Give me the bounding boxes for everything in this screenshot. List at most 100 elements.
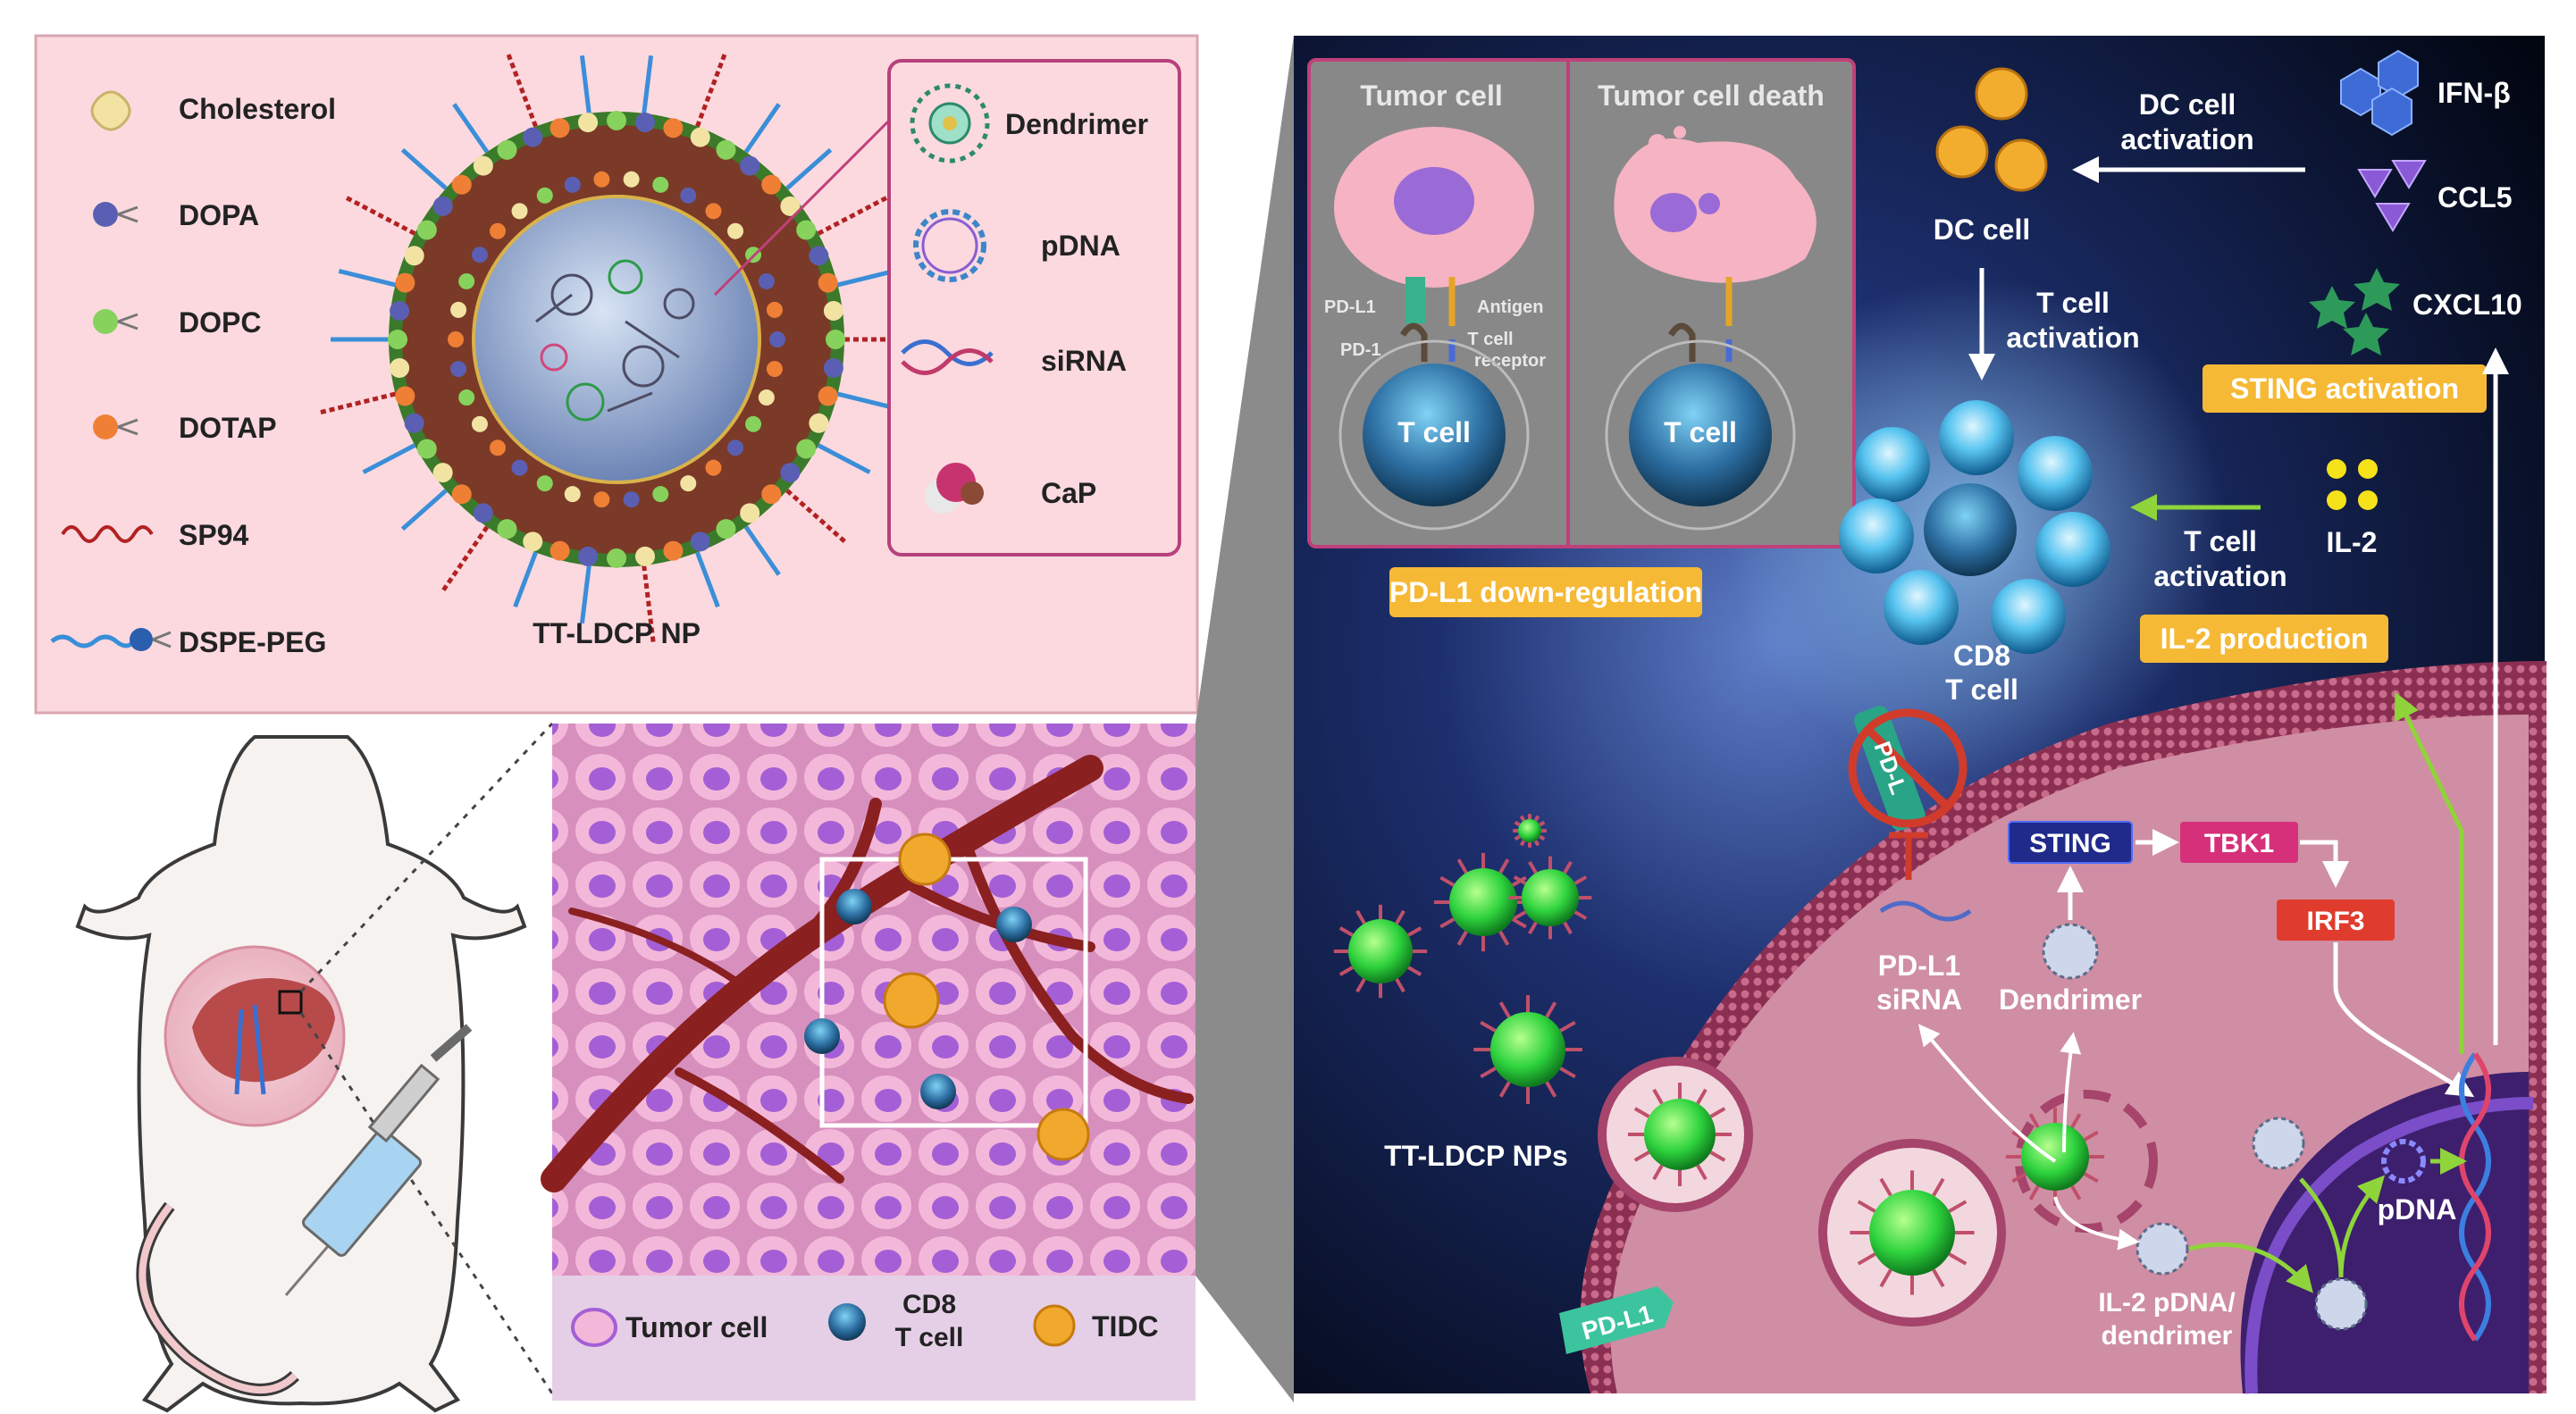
lipid-bead xyxy=(634,546,655,566)
np-spike xyxy=(1513,875,1527,885)
cap-icon xyxy=(925,463,984,514)
np-spike xyxy=(1545,1001,1557,1018)
lipid-bead xyxy=(395,272,415,293)
lipid-bead xyxy=(536,475,553,492)
label-dc-activation-line2: activation xyxy=(2120,123,2253,155)
sting-box xyxy=(2008,821,2133,864)
lipid-bead xyxy=(451,484,472,505)
label-pdna: pDNA xyxy=(2378,1193,2457,1226)
np-spike xyxy=(1338,926,1354,937)
tag-pd-l1-down-text: PD-L1 down-regulation xyxy=(1389,576,1702,608)
lipid-bead xyxy=(823,357,843,378)
lipid-bead xyxy=(497,139,517,160)
lipid-bead xyxy=(416,220,437,240)
nanoparticle xyxy=(1869,1190,1955,1276)
label-il2-activation-line1: T cell xyxy=(2184,525,2257,557)
lipid-bead xyxy=(458,272,475,289)
lipid-bead xyxy=(740,503,760,523)
np-spike xyxy=(1539,834,1546,841)
lipid-bead xyxy=(663,540,684,561)
lipid-bead xyxy=(818,386,838,406)
label-il2-activation-line2: activation xyxy=(2153,560,2287,592)
lipid-bead xyxy=(818,272,838,293)
np-spike xyxy=(1696,1164,1708,1181)
nanoparticle xyxy=(1518,819,1541,842)
label-il2-pdna-line2: dendrimer xyxy=(2102,1321,2233,1351)
np-spike xyxy=(1539,820,1546,827)
tumor-tissue-panel: Tumor cell CD8 T cell TIDC xyxy=(541,724,1196,1401)
peg-chain xyxy=(505,50,538,128)
lipid-bead xyxy=(623,171,640,188)
il2-pdna-dendrimer-icon xyxy=(2135,1222,2189,1276)
legend-dspe-peg: DSPE-PEG xyxy=(179,626,326,658)
lipid-bead xyxy=(593,171,610,188)
peg-chain xyxy=(817,194,891,236)
tissue-legend-bar xyxy=(552,1276,1196,1401)
label-dc-activation-line1: DC cell xyxy=(2139,88,2236,121)
peg-chain xyxy=(342,194,416,236)
np-spike xyxy=(1652,1088,1664,1105)
np-spike xyxy=(1480,1067,1497,1079)
np-spike xyxy=(1563,921,1573,935)
np-spike xyxy=(1932,1268,1945,1288)
lipid-bead xyxy=(404,246,424,266)
label-dendrimer: Dendrimer xyxy=(1999,983,2142,1016)
lipid-bead xyxy=(404,413,424,433)
lipid-bead xyxy=(716,519,736,540)
ifn-beta-icon xyxy=(2340,49,2419,137)
lipid-bead xyxy=(716,139,736,160)
np-spike xyxy=(2070,1184,2082,1201)
np-spike xyxy=(2028,1113,2040,1129)
np-spike xyxy=(1533,815,1540,822)
dna-helix xyxy=(2459,1052,2491,1342)
np-spike xyxy=(1456,930,1468,946)
np-spike xyxy=(1498,930,1510,946)
cd8-t-cell-cluster xyxy=(1839,400,2110,654)
cargo-dendrimer: Dendrimer xyxy=(1005,108,1148,140)
syringe-icon xyxy=(284,1024,473,1296)
cargo-pdna: pDNA xyxy=(1041,230,1120,262)
lipid-bead xyxy=(578,546,599,566)
cholesterol-icon xyxy=(90,90,131,131)
peg-chains xyxy=(316,50,925,646)
peg-chain xyxy=(579,55,592,114)
lipid-bead xyxy=(390,301,410,322)
label-il-2: IL-2 xyxy=(2327,526,2378,558)
np-spike xyxy=(1559,1020,1576,1033)
lipid-bead xyxy=(473,503,493,523)
lipid-bead xyxy=(471,415,488,432)
lipid-bead xyxy=(578,113,599,133)
mouse-panel xyxy=(36,722,554,1413)
il-2-icon xyxy=(2327,459,2378,510)
np-spike xyxy=(1879,1177,1892,1197)
lipid-bead xyxy=(652,486,669,503)
lipid-bead xyxy=(705,203,722,220)
np-spike xyxy=(1519,815,1526,822)
lipid-bead xyxy=(690,127,710,147)
lipid-bead xyxy=(489,439,506,456)
np-spike xyxy=(1559,1067,1576,1079)
lipid-bead xyxy=(511,203,528,220)
peg-chain xyxy=(695,551,720,608)
np-spike xyxy=(1439,875,1456,887)
label-t-cell-receptor-line1: T cell xyxy=(1467,330,1513,349)
nanoparticle xyxy=(1348,919,1413,983)
arrow-il2-secretion xyxy=(2394,691,2464,1054)
lipid-bead xyxy=(680,475,697,492)
label-pd-l1-sirna-line1: PD-L1 xyxy=(1878,950,1960,982)
lipid-bead xyxy=(769,331,785,347)
callout-line xyxy=(713,114,895,297)
lipid-bead xyxy=(758,389,775,406)
sirna-icon xyxy=(901,339,994,375)
np-spike xyxy=(1709,1150,1726,1162)
lipid-bead xyxy=(489,222,506,239)
np-spike xyxy=(1633,1150,1650,1162)
label-antigen: Antigen xyxy=(1477,297,1543,317)
lipid-bead xyxy=(550,540,570,561)
liver-icon xyxy=(192,978,335,1083)
np-spike xyxy=(1355,909,1366,925)
np-spike xyxy=(1528,921,1538,935)
tt-ldcp-nanoparticle xyxy=(316,50,925,646)
np-spike xyxy=(2083,1130,2099,1142)
